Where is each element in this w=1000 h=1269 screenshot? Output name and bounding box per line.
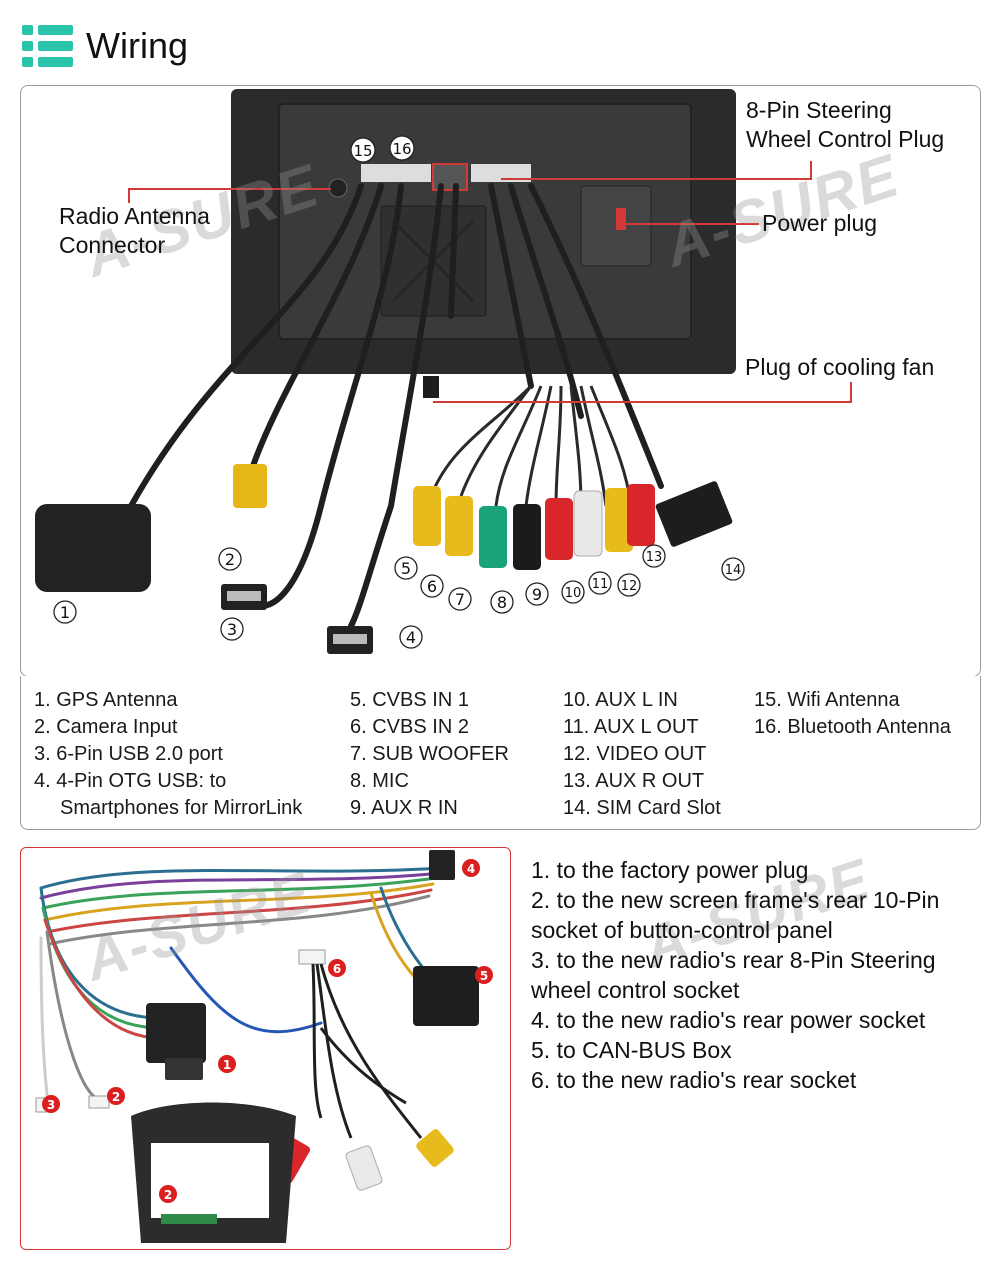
- power-plug-callout: Power plug: [762, 210, 878, 236]
- number-marker-13: 13: [642, 544, 666, 568]
- number-marker-14: 14: [721, 557, 745, 581]
- legend-panel: 1. GPS Antenna 2. Camera Input 3. 6-Pin …: [20, 676, 981, 830]
- svg-text:3: 3: [227, 620, 237, 639]
- legend-column-2: 5. CVBS IN 1 6. CVBS IN 2 7. SUB WOOFER …: [350, 687, 509, 822]
- list-icon: [22, 25, 74, 67]
- svg-text:7: 7: [455, 590, 465, 609]
- svg-text:6: 6: [333, 962, 341, 976]
- number-marker-5: 5: [394, 556, 418, 580]
- step-item: 6. to the new radio's rear socket: [531, 1067, 857, 1093]
- svg-text:1: 1: [60, 603, 70, 622]
- number-marker-11: 11: [588, 571, 612, 595]
- svg-text:5: 5: [480, 969, 488, 983]
- svg-text:4: 4: [406, 628, 416, 647]
- legend-item: 8. MIC: [350, 770, 409, 792]
- legend-item: 1. GPS Antenna: [34, 689, 178, 711]
- svg-text:2: 2: [225, 550, 235, 569]
- number-marker-4: 4: [399, 625, 423, 649]
- legend-column-1: 1. GPS Antenna 2. Camera Input 3. 6-Pin …: [34, 687, 302, 822]
- svg-text:3: 3: [47, 1098, 55, 1112]
- number-marker-6: 6: [420, 574, 444, 598]
- svg-text:5: 5: [401, 559, 411, 578]
- number-marker-7: 7: [448, 587, 472, 611]
- legend-item: 14. SIM Card Slot: [563, 797, 721, 819]
- harness-marker-2-frame: 2: [159, 1185, 177, 1203]
- legend-item: 16. Bluetooth Antenna: [754, 716, 951, 738]
- harness-diagram-panel: 4 6 5 1 3 2 2: [20, 847, 511, 1250]
- step-item: 3. to the new radio's rear 8-Pin Steerin…: [531, 947, 936, 1003]
- svg-text:8: 8: [497, 593, 507, 612]
- number-marker-9: 9: [525, 582, 549, 606]
- cooling-fan-callout: Plug of cooling fan: [745, 354, 935, 380]
- svg-text:16: 16: [392, 140, 411, 158]
- steering-plug-callout: 8-Pin Steering Wheel Control Plug: [746, 97, 945, 152]
- svg-text:1: 1: [223, 1058, 231, 1072]
- number-marker-15: 15: [350, 137, 376, 163]
- legend-column-4: 15. Wifi Antenna 16. Bluetooth Antenna: [754, 687, 951, 741]
- radio-rear-illustration: 15 16 1 2 3 4: [35, 89, 852, 654]
- harness-marker-5: 5: [475, 966, 493, 984]
- harness-marker-2: 2: [107, 1087, 125, 1105]
- number-marker-1: 1: [53, 600, 77, 624]
- number-marker-10: 10: [561, 580, 585, 604]
- legend-item: 9. AUX R IN: [350, 797, 458, 819]
- legend-item: 2. Camera Input: [34, 716, 178, 738]
- section-header: Wiring: [22, 24, 188, 68]
- svg-text:13: 13: [646, 550, 663, 565]
- step-item: 4. to the new radio's rear power socket: [531, 1007, 926, 1033]
- harness-marker-3: 3: [42, 1095, 60, 1113]
- legend-item: 13. AUX R OUT: [563, 770, 705, 792]
- number-marker-12: 12: [617, 573, 641, 597]
- legend-column-3: 10. AUX L IN 11. AUX L OUT 12. VIDEO OUT…: [563, 687, 721, 822]
- wiring-diagram-panel: 15 16 1 2 3 4: [20, 85, 981, 677]
- harness-marker-4: 4: [462, 859, 480, 877]
- harness-marker-6: 6: [328, 959, 346, 977]
- legend-item: 4. 4-Pin OTG USB: to: [34, 770, 227, 792]
- connection-steps: 1. to the factory power plug 2. to the n…: [531, 855, 981, 1095]
- number-marker-8: 8: [490, 590, 514, 614]
- antenna-connector-callout: Radio Antenna Connector: [59, 203, 210, 258]
- svg-text:15: 15: [353, 142, 372, 160]
- svg-text:12: 12: [621, 579, 638, 594]
- step-item: 5. to CAN-BUS Box: [531, 1037, 732, 1063]
- legend-item: 5. CVBS IN 1: [350, 689, 469, 711]
- harness-illustration: 4 6 5 1 3 2 2: [35, 850, 493, 1243]
- svg-text:11: 11: [592, 577, 609, 592]
- number-marker-16: 16: [389, 135, 415, 161]
- svg-text:2: 2: [164, 1188, 172, 1202]
- svg-text:2: 2: [112, 1090, 120, 1104]
- svg-text:10: 10: [565, 586, 582, 601]
- svg-text:6: 6: [427, 577, 437, 596]
- legend-item: 12. VIDEO OUT: [563, 743, 707, 765]
- legend-item: 10. AUX L IN: [563, 689, 678, 711]
- svg-text:9: 9: [532, 585, 542, 604]
- legend-item: 6. CVBS IN 2: [350, 716, 469, 738]
- legend-item: 7. SUB WOOFER: [350, 743, 509, 765]
- step-item: 2. to the new screen frame's rear 10-Pin…: [531, 887, 940, 943]
- page-title: Wiring: [86, 25, 189, 66]
- number-marker-3: 3: [220, 617, 244, 641]
- svg-text:4: 4: [467, 862, 475, 876]
- svg-text:14: 14: [725, 563, 742, 578]
- legend-item: Smartphones for MirrorLink: [60, 797, 303, 819]
- legend-item: 3. 6-Pin USB 2.0 port: [34, 743, 223, 765]
- harness-marker-1: 1: [218, 1055, 236, 1073]
- legend-item: 11. AUX L OUT: [563, 716, 699, 738]
- legend-item: 15. Wifi Antenna: [754, 689, 900, 711]
- number-marker-2: 2: [218, 547, 242, 571]
- step-item: 1. to the factory power plug: [531, 857, 809, 883]
